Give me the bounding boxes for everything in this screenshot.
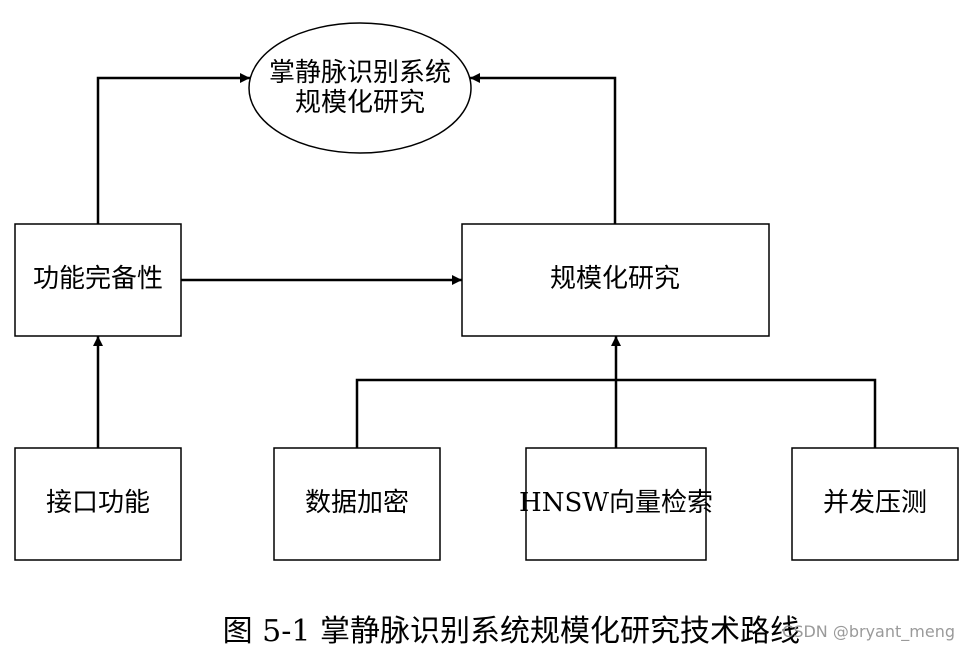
- scale-research-node: 规模化研究: [461, 223, 770, 337]
- technical-roadmap-diagram: 掌静脉识别系统 规模化研究 功能完备性 规模化研究 接口功能 数据加密 HNSW…: [14, 22, 959, 561]
- arrow-completeness-to-goal: [96, 73, 250, 224]
- goal-node: 掌静脉识别系统 规模化研究: [248, 22, 472, 154]
- encryption-node: 数据加密: [273, 447, 441, 561]
- stress-test-label: 并发压测: [823, 488, 927, 518]
- completeness-node: 功能完备性: [14, 223, 182, 337]
- figure-caption: 图 5-1 掌静脉识别系统规模化研究技术路线: [222, 614, 800, 649]
- hnsw-node: HNSW向量检索: [519, 447, 713, 561]
- goal-label-line1: 掌静脉识别系统: [269, 58, 451, 88]
- hnsw-label: HNSW向量检索: [519, 488, 713, 518]
- watermark: CSDN @bryant_meng: [782, 622, 955, 641]
- scale-research-label: 规模化研究: [550, 264, 680, 294]
- interface-node: 接口功能: [14, 447, 182, 561]
- completeness-label: 功能完备性: [33, 264, 163, 294]
- encryption-label: 数据加密: [305, 488, 409, 518]
- stress-test-node: 并发压测: [791, 447, 959, 561]
- arrow-scale-research-to-goal: [470, 73, 617, 224]
- goal-label-line2: 规模化研究: [295, 88, 425, 118]
- interface-label: 接口功能: [46, 488, 150, 518]
